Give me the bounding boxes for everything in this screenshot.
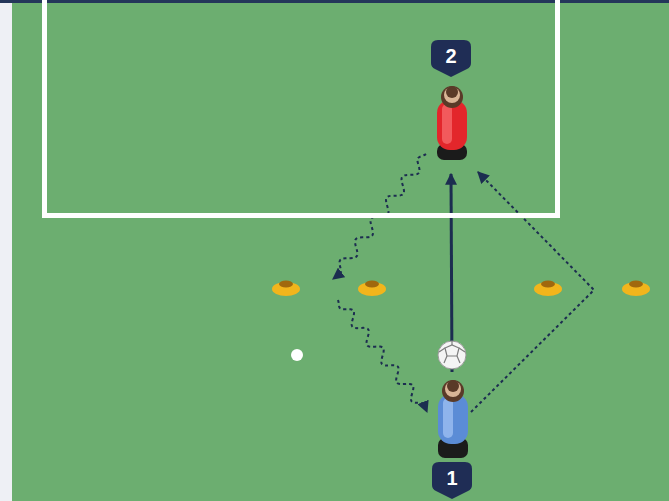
run-arrow bbox=[471, 172, 594, 412]
player-node: 1 bbox=[429, 372, 475, 500]
connector-path bbox=[471, 172, 594, 412]
cone bbox=[272, 281, 300, 297]
cone bbox=[622, 281, 650, 297]
blue-player-figure bbox=[438, 380, 468, 458]
ball bbox=[438, 341, 466, 369]
player-number: 1 bbox=[429, 461, 475, 495]
player-node: 2 bbox=[428, 38, 474, 172]
penalty-box-line bbox=[45, 0, 558, 216]
dribble-arrow bbox=[333, 154, 427, 412]
marker-dot bbox=[291, 349, 303, 361]
player-number: 2 bbox=[428, 39, 474, 73]
cone bbox=[534, 281, 562, 297]
top-border bbox=[0, 0, 669, 3]
red-player-figure bbox=[437, 86, 467, 160]
page-margin bbox=[0, 0, 12, 501]
cone bbox=[358, 281, 386, 297]
connector-path bbox=[338, 300, 427, 412]
